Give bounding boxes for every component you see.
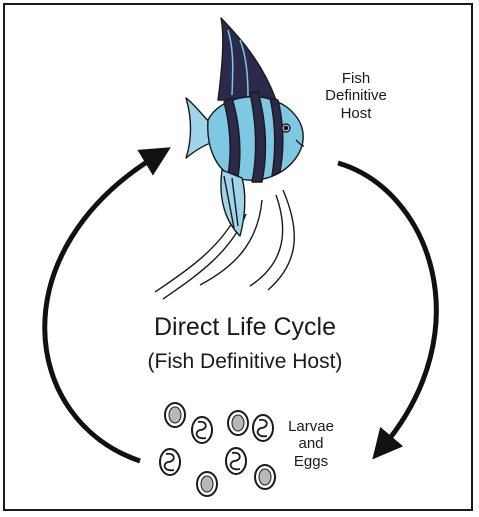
fish-host-label: Fish Definitive Host <box>306 70 406 122</box>
larva-icon <box>160 449 180 475</box>
egg-icon <box>165 403 185 427</box>
larvae-eggs-label-line2: and <box>276 435 346 452</box>
angelfish-icon <box>155 18 304 299</box>
fish-host-label-line1: Fish <box>306 70 406 87</box>
larvae-eggs-label-line1: Larvae <box>276 418 346 435</box>
fish-host-label-line3: Host <box>306 105 406 122</box>
egg-icon <box>255 465 275 489</box>
egg-icon <box>228 411 248 435</box>
larva-icon <box>226 448 246 474</box>
fish-host-label-line2: Definitive <box>306 87 406 104</box>
larvae-eggs-label: Larvae and Eggs <box>276 418 346 470</box>
larva-icon <box>253 415 273 441</box>
egg-cluster <box>160 403 275 496</box>
cycle-arrow-eggs-to-fish <box>45 155 158 461</box>
larva-icon <box>192 417 212 443</box>
cycle-arrow-fish-to-eggs <box>338 163 436 448</box>
larvae-eggs-label-line3: Eggs <box>276 453 346 470</box>
egg-icon <box>197 472 217 496</box>
diagram-subtitle: (Fish Definitive Host) <box>95 350 395 374</box>
diagram-title: Direct Life Cycle <box>95 313 395 342</box>
